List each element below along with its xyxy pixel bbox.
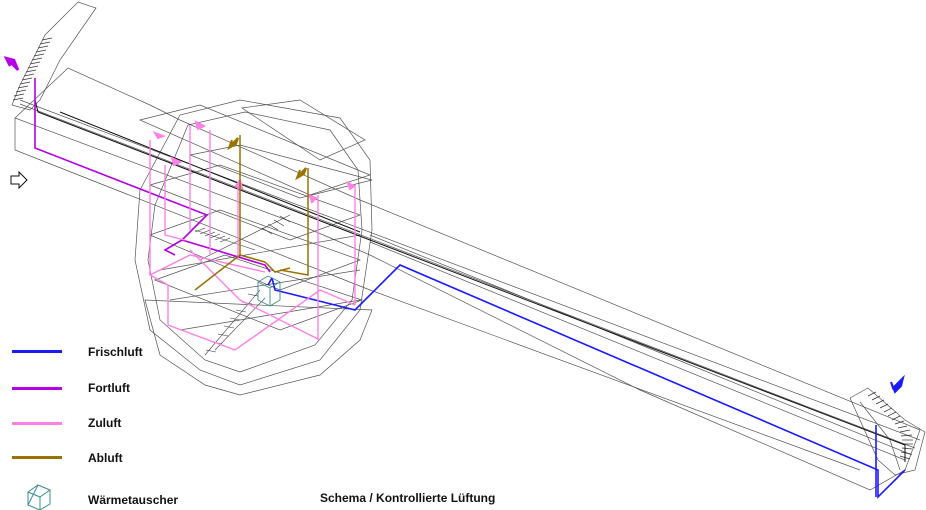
main-duct-line bbox=[34, 99, 906, 462]
right-stairs bbox=[867, 391, 913, 460]
legend-swatch-abluft bbox=[12, 456, 62, 459]
abluft-arrows bbox=[227, 137, 307, 181]
fortluft-duct bbox=[34, 78, 271, 273]
zuluft-duct bbox=[149, 125, 356, 351]
zuluft-arrow-icon bbox=[194, 120, 207, 131]
fortluft-arrow-icon bbox=[3, 56, 20, 71]
legend-label-fortluft: Fortluft bbox=[88, 381, 130, 395]
zuluft-arrow-icon bbox=[234, 177, 244, 190]
zuluft-arrow-icon bbox=[152, 131, 166, 140]
abluft-duct bbox=[194, 135, 309, 291]
diagram-caption: Schema / Kontrollierte Lüftung bbox=[320, 491, 496, 505]
abluft-arrow-icon bbox=[227, 137, 239, 151]
zuluft-arrow-icon bbox=[346, 181, 356, 191]
legend-label-frischluft: Frischluft bbox=[88, 345, 143, 359]
legend-label-abluft: Abluft bbox=[88, 451, 123, 465]
frischluft-arrow-icon bbox=[890, 374, 905, 394]
zuluft-arrow-icon bbox=[308, 194, 318, 204]
frischluft-duct bbox=[267, 264, 906, 499]
zuluft-arrow-icon bbox=[170, 156, 183, 167]
legend-swatch-zuluft bbox=[12, 422, 62, 425]
entrance-arrow-icon bbox=[10, 170, 28, 190]
legend-label-zuluft: Zuluft bbox=[88, 416, 122, 430]
legend-label-waermetauscher: Wärmetauscher bbox=[88, 493, 179, 507]
abluft-arrow-icon bbox=[295, 167, 307, 181]
legend-swatch-frischluft bbox=[12, 350, 62, 353]
left-stairs bbox=[12, 37, 53, 101]
heat-exchanger-icon bbox=[27, 484, 51, 510]
inner-stairs bbox=[194, 215, 291, 353]
heat-exchanger-unit bbox=[257, 275, 281, 307]
legend-swatch-fortluft bbox=[12, 387, 62, 390]
building-outline bbox=[11, 1, 926, 491]
